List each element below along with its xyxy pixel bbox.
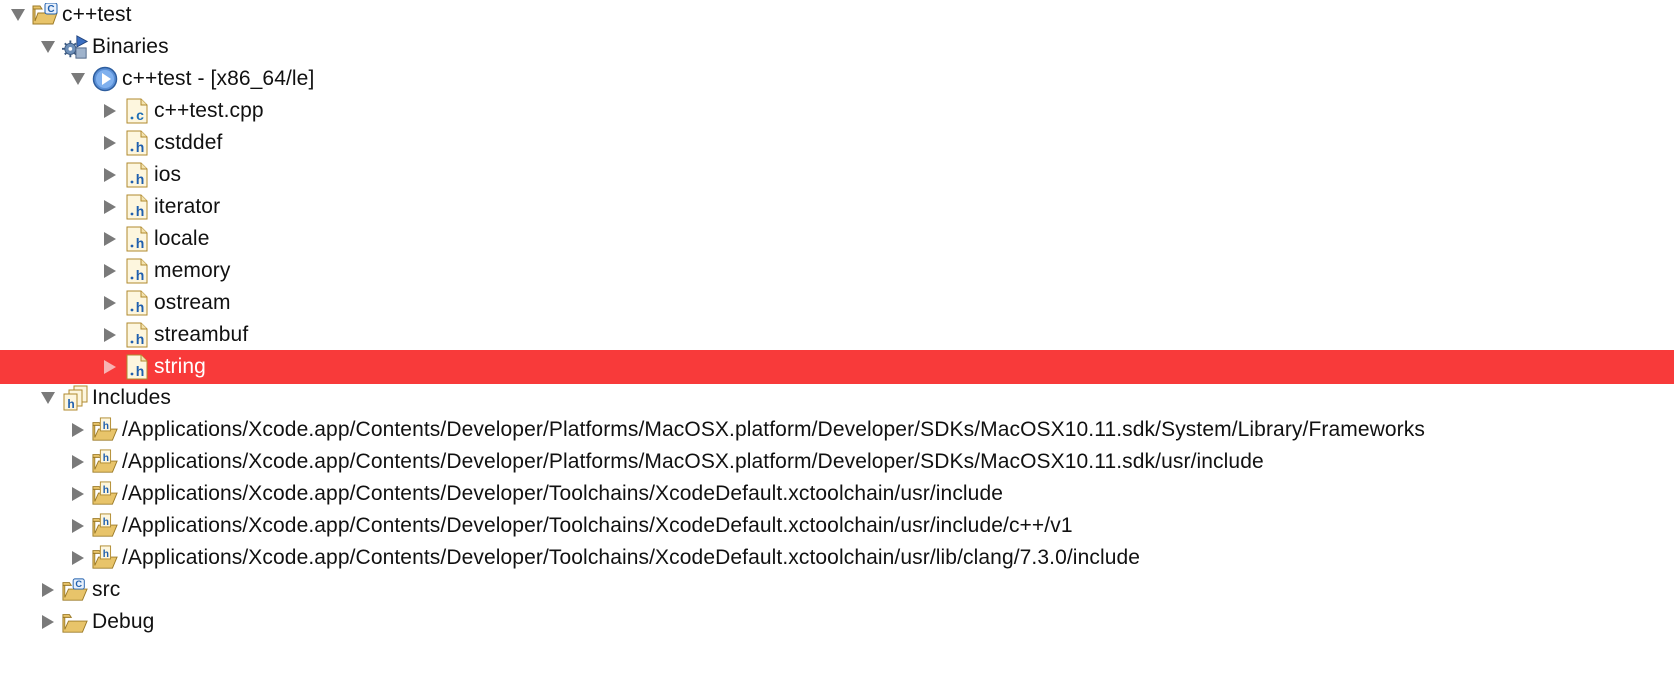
tree-item-label: Includes (92, 386, 172, 409)
tree-item-debug[interactable]: Debug (0, 605, 1674, 639)
tree-item-label: string (154, 355, 206, 378)
svg-text:h: h (136, 267, 145, 283)
collapsed-arrow-icon[interactable] (102, 190, 118, 224)
svg-text:h: h (103, 485, 109, 496)
tree-item-binary[interactable]: c++test - [x86_64/le] (0, 62, 1674, 96)
binaries-icon (62, 34, 88, 60)
tree-item-src[interactable]: C src (0, 573, 1674, 607)
tree-item-label: streambuf (154, 323, 249, 346)
tree-item-project[interactable]: C c++test (0, 0, 1674, 32)
svg-text:h: h (103, 549, 109, 560)
tree-item-label: ostream (154, 291, 231, 314)
tree-item-include-path[interactable]: h /Applications/Xcode.app/Contents/Devel… (0, 541, 1674, 575)
tree-item-file[interactable]: h locale (0, 222, 1674, 256)
expanded-arrow-icon[interactable] (40, 381, 56, 415)
header-file-icon: h (124, 354, 150, 380)
collapsed-arrow-icon[interactable] (102, 222, 118, 256)
collapsed-arrow-icon[interactable] (70, 413, 86, 447)
svg-text:h: h (103, 453, 109, 464)
svg-text:C: C (47, 4, 54, 15)
svg-text:h: h (67, 397, 74, 411)
svg-text:h: h (136, 235, 145, 251)
collapsed-arrow-icon[interactable] (102, 350, 118, 384)
collapsed-arrow-icon[interactable] (102, 318, 118, 352)
executable-icon (92, 66, 118, 92)
tree-item-label: /Applications/Xcode.app/Contents/Develop… (122, 482, 1004, 505)
svg-text:h: h (136, 203, 145, 219)
tree-item-label: /Applications/Xcode.app/Contents/Develop… (122, 514, 1073, 537)
header-file-icon: h (124, 258, 150, 284)
header-file-icon: h (124, 322, 150, 348)
collapsed-arrow-icon[interactable] (70, 541, 86, 575)
tree-item-label: ios (154, 163, 182, 186)
collapsed-arrow-icon[interactable] (102, 158, 118, 192)
svg-text:h: h (136, 299, 145, 315)
tree-item-label: locale (154, 227, 210, 250)
tree-item-label: c++test.cpp (154, 99, 264, 122)
tree-item-label: /Applications/Xcode.app/Contents/Develop… (122, 546, 1141, 569)
svg-text:C: C (75, 579, 82, 589)
tree-item-include-path[interactable]: h /Applications/Xcode.app/Contents/Devel… (0, 509, 1674, 543)
tree-item-file[interactable]: h ostream (0, 286, 1674, 320)
tree-item-file[interactable]: h streambuf (0, 318, 1674, 352)
expanded-arrow-icon[interactable] (40, 30, 56, 64)
c-source-file-icon: c (124, 98, 150, 124)
collapsed-arrow-icon[interactable] (40, 605, 56, 639)
tree-item-label: Debug (92, 610, 155, 633)
svg-text:c: c (136, 107, 144, 123)
c-project-folder-icon: C (32, 2, 58, 28)
collapsed-arrow-icon[interactable] (70, 477, 86, 511)
tree-item-binaries[interactable]: Binaries (0, 30, 1674, 64)
tree-item-label: c++test - [x86_64/le] (122, 67, 315, 90)
tree-item-label: cstddef (154, 131, 223, 154)
collapsed-arrow-icon[interactable] (102, 254, 118, 288)
header-file-icon: h (124, 130, 150, 156)
tree-item-label: Binaries (92, 35, 169, 58)
tree-item-include-path[interactable]: h /Applications/Xcode.app/Contents/Devel… (0, 445, 1674, 479)
tree-item-file[interactable]: h iterator (0, 190, 1674, 224)
tree-item-file[interactable]: h ios (0, 158, 1674, 192)
collapsed-arrow-icon[interactable] (70, 509, 86, 543)
tree-item-label: /Applications/Xcode.app/Contents/Develop… (122, 450, 1264, 473)
tree-item-label: c++test (62, 3, 132, 26)
svg-text:h: h (136, 139, 145, 155)
svg-text:h: h (103, 517, 109, 528)
include-folder-icon: h (92, 513, 118, 539)
tree-item-file[interactable]: h cstddef (0, 126, 1674, 160)
tree-item-file-selected[interactable]: h string (0, 350, 1674, 384)
folder-icon (62, 609, 88, 635)
include-folder-icon: h (92, 545, 118, 571)
tree-item-file[interactable]: h memory (0, 254, 1674, 288)
expanded-arrow-icon[interactable] (70, 62, 86, 96)
collapsed-arrow-icon[interactable] (70, 445, 86, 479)
include-folder-icon: h (92, 417, 118, 443)
include-folder-icon: h (92, 481, 118, 507)
source-folder-icon: C (62, 577, 88, 603)
include-folder-icon: h (92, 449, 118, 475)
expanded-arrow-icon[interactable] (10, 0, 26, 32)
tree-item-label: src (92, 578, 121, 601)
svg-text:h: h (136, 331, 145, 347)
svg-text:h: h (136, 171, 145, 187)
tree-item-includes[interactable]: h Includes (0, 381, 1674, 415)
svg-text:h: h (103, 421, 109, 432)
tree-item-file[interactable]: c c++test.cpp (0, 94, 1674, 128)
header-file-icon: h (124, 162, 150, 188)
header-file-icon: h (124, 290, 150, 316)
collapsed-arrow-icon[interactable] (102, 94, 118, 128)
tree-item-include-path[interactable]: h /Applications/Xcode.app/Contents/Devel… (0, 477, 1674, 511)
includes-icon: h (62, 385, 88, 411)
svg-text:h: h (136, 363, 145, 379)
collapsed-arrow-icon[interactable] (102, 126, 118, 160)
collapsed-arrow-icon[interactable] (40, 573, 56, 607)
collapsed-arrow-icon[interactable] (102, 286, 118, 320)
tree-item-label: memory (154, 259, 231, 282)
tree-item-label: /Applications/Xcode.app/Contents/Develop… (122, 418, 1425, 441)
tree-item-include-path[interactable]: h /Applications/Xcode.app/Contents/Devel… (0, 413, 1674, 447)
header-file-icon: h (124, 194, 150, 220)
header-file-icon: h (124, 226, 150, 252)
tree-item-label: iterator (154, 195, 221, 218)
